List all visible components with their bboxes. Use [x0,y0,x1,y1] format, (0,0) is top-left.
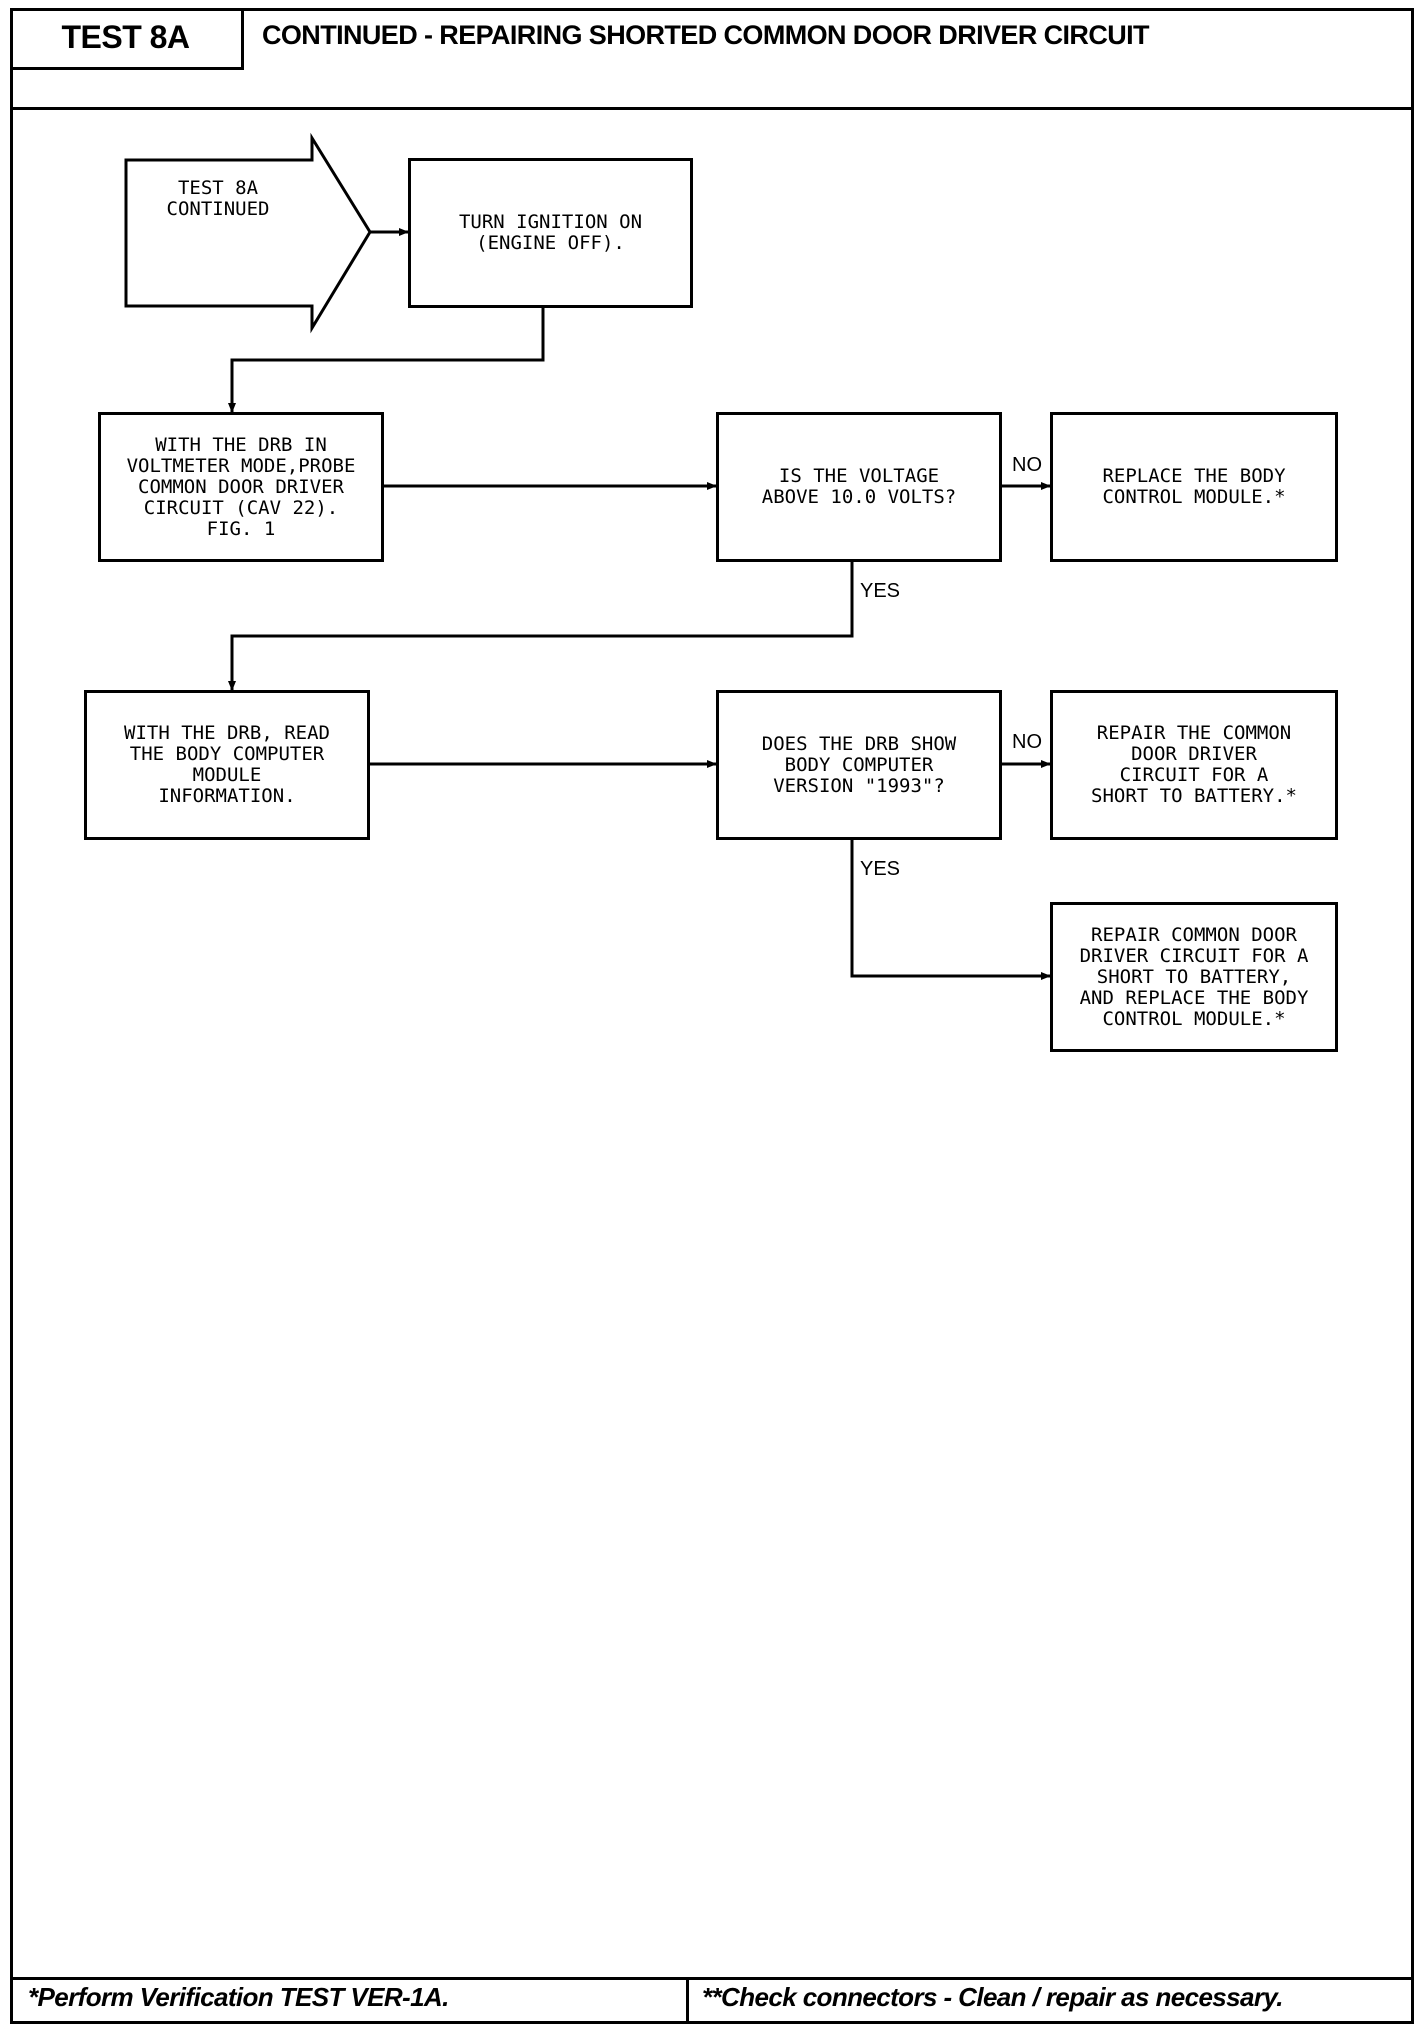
start-arrow-shape [124,132,372,334]
connector-version-repairreplace [850,840,1051,980]
yes-label-voltage: YES [860,580,901,602]
replace-bcm-box: REPLACE THE BODY CONTROL MODULE.* [1050,412,1338,562]
version-question-box: DOES THE DRB SHOW BODY COMPUTER VERSION … [716,690,1002,840]
connector-ignition-probe [228,308,545,413]
yes-label-version: YES [860,858,901,880]
footer-connector-note: **Check connectors - Clean / repair as n… [702,1982,1284,2012]
footer-verification-note: *Perform Verification TEST VER-1A. [28,1982,449,2012]
probe-box: WITH THE DRB IN VOLTMETER MODE,PROBE COM… [98,412,384,562]
no-label-voltage: NO [1012,454,1042,476]
read-info-box: WITH THE DRB, READ THE BODY COMPUTER MOD… [84,690,370,840]
repair-short-box: REPAIR THE COMMON DOOR DRIVER CIRCUIT FO… [1050,690,1338,840]
footer-divider [10,1977,1414,1980]
page-frame [10,8,1414,2024]
page-title: CONTINUED - REPAIRING SHORTED COMMON DOO… [262,20,1150,50]
no-label-version: NO [1012,731,1042,753]
start-node-text: TEST 8A CONTINUED [166,177,270,220]
header-divider [10,107,1414,110]
test-label: TEST 8A [10,8,244,70]
voltage-question-box: IS THE VOLTAGE ABOVE 10.0 VOLTS? [716,412,1002,562]
footer-separator [686,1977,689,2024]
connector-voltage-readinfo [228,562,854,691]
ignition-box: TURN IGNITION ON (ENGINE OFF). [408,158,693,308]
repair-replace-box: REPAIR COMMON DOOR DRIVER CIRCUIT FOR A … [1050,902,1338,1052]
